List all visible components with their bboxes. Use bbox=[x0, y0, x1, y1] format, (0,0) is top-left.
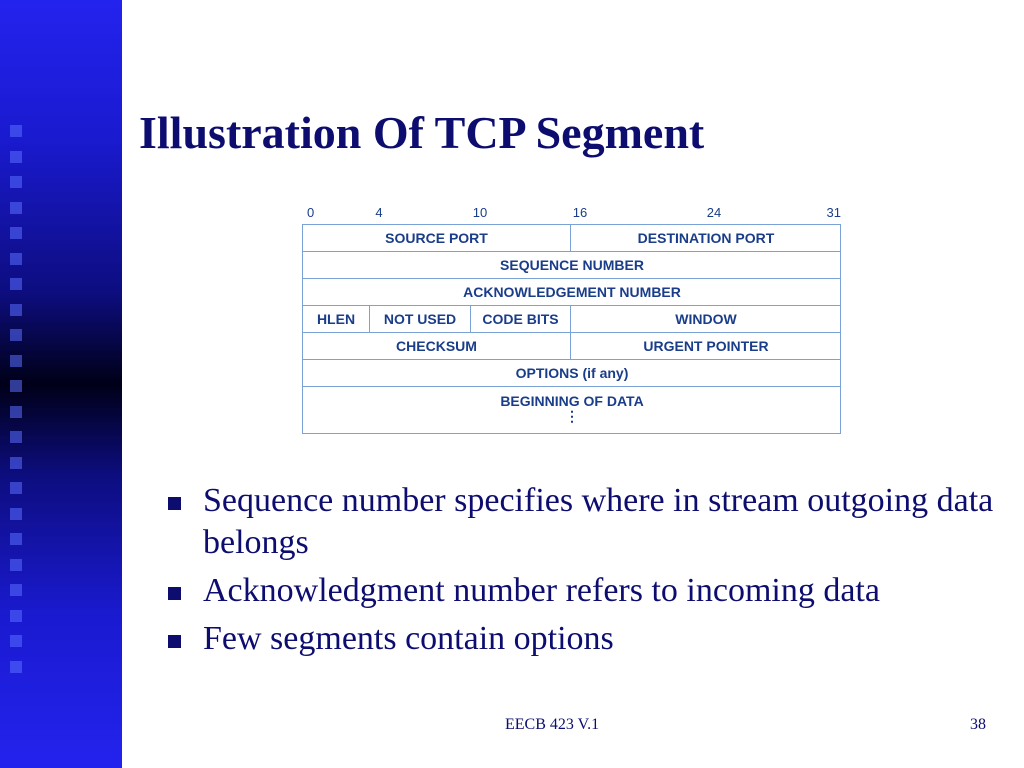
field-hlen: HLEN bbox=[303, 306, 370, 333]
decorative-square bbox=[10, 252, 22, 265]
field-window: WINDOW bbox=[571, 306, 841, 333]
field-not-used: NOT USED bbox=[370, 306, 471, 333]
bit-tick-10: 10 bbox=[472, 205, 488, 220]
tcp-segment-diagram: 0 4 10 16 24 31 SOURCE PORT DESTINATION … bbox=[302, 205, 841, 434]
bullet-text: Sequence number specifies where in strea… bbox=[203, 482, 994, 561]
decorative-square bbox=[10, 176, 22, 188]
decorative-square bbox=[10, 329, 22, 341]
bullet-item: Few segments contain options bbox=[168, 618, 1008, 660]
field-options: OPTIONS (if any) bbox=[303, 360, 841, 387]
side-decorative-band bbox=[0, 0, 122, 768]
decorative-square bbox=[10, 660, 22, 673]
decorative-square bbox=[10, 405, 22, 418]
bullet-item: Sequence number specifies where in strea… bbox=[168, 480, 1008, 564]
field-code-bits: CODE BITS bbox=[471, 306, 571, 333]
bullet-text: Acknowledgment number refers to incoming… bbox=[203, 572, 880, 609]
bullet-text: Few segments contain options bbox=[203, 620, 614, 657]
decorative-square bbox=[10, 456, 22, 469]
slide-title: Illustration Of TCP Segment bbox=[139, 107, 705, 158]
decorative-square bbox=[10, 533, 22, 545]
bit-tick-24: 24 bbox=[706, 205, 722, 220]
decorative-square bbox=[10, 380, 22, 392]
continuation-ellipsis: ⋮ bbox=[565, 408, 579, 424]
beginning-of-data-label: BEGINNING OF DATA bbox=[500, 393, 644, 409]
decorative-square bbox=[10, 227, 22, 239]
decorative-square bbox=[10, 201, 22, 214]
square-bullet-icon bbox=[168, 587, 181, 600]
field-urgent-pointer: URGENT POINTER bbox=[571, 333, 841, 360]
bullet-list: Sequence number specifies where in strea… bbox=[168, 480, 1008, 666]
decorative-square bbox=[10, 558, 22, 571]
footer-course-label: EECB 423 V.1 bbox=[505, 716, 600, 733]
decorative-square bbox=[10, 609, 22, 622]
field-sequence-number: SEQUENCE NUMBER bbox=[303, 252, 841, 279]
bit-tick-16: 16 bbox=[572, 205, 588, 220]
decorative-square bbox=[10, 354, 22, 367]
square-bullet-icon bbox=[168, 497, 181, 510]
decorative-square bbox=[10, 278, 22, 290]
bit-tick-4: 4 bbox=[375, 205, 383, 220]
footer-page-number: 38 bbox=[970, 716, 986, 733]
field-source-port: SOURCE PORT bbox=[303, 225, 571, 252]
decorative-square bbox=[10, 303, 22, 316]
decorative-square bbox=[10, 431, 22, 443]
bit-tick-31: 31 bbox=[826, 205, 841, 220]
decorative-square bbox=[10, 125, 22, 137]
bit-position-ruler: 0 4 10 16 24 31 bbox=[302, 205, 841, 224]
segment-field-grid: SOURCE PORT DESTINATION PORT SEQUENCE NU… bbox=[302, 224, 841, 434]
decorative-square bbox=[10, 635, 22, 647]
field-acknowledgement-number: ACKNOWLEDGEMENT NUMBER bbox=[303, 279, 841, 306]
decorative-square bbox=[10, 150, 22, 163]
field-beginning-of-data: BEGINNING OF DATA ⋮ bbox=[303, 387, 841, 433]
decorative-square bbox=[10, 482, 22, 494]
field-destination-port: DESTINATION PORT bbox=[571, 225, 841, 252]
decorative-square bbox=[10, 584, 22, 596]
square-bullet-icon bbox=[168, 635, 181, 648]
bit-tick-0: 0 bbox=[307, 205, 315, 220]
bullet-item: Acknowledgment number refers to incoming… bbox=[168, 570, 1008, 612]
field-checksum: CHECKSUM bbox=[303, 333, 571, 360]
decorative-square bbox=[10, 507, 22, 520]
